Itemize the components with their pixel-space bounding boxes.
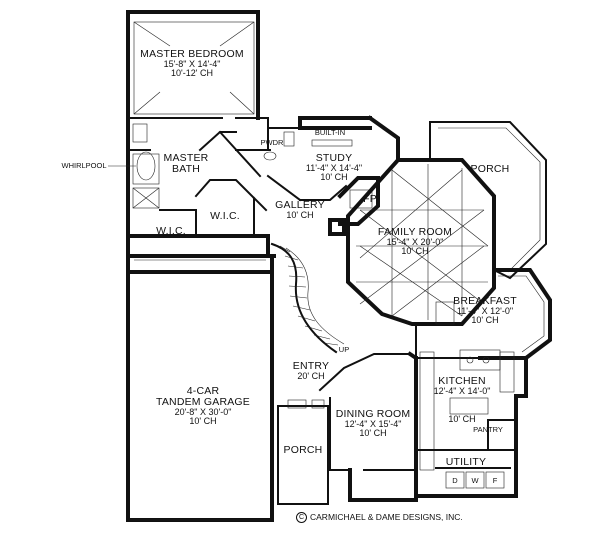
builtin-label: BUILT-IN [314,128,346,137]
dining-dims: 12'-4" X 15'-4" [344,419,402,430]
room-label-dining: DINING ROOM 12'-4" X 15'-4" 10' CH [335,408,411,439]
entry-name: ENTRY [292,360,330,372]
master-bath-walls [126,123,271,238]
master-bedroom-ceiling: 10'-12' CH [171,68,213,79]
family-room-name: FAMILY ROOM [377,226,453,238]
fireplace [337,176,380,226]
kitchen-dims: 12'-4" X 14'-0" [433,386,491,397]
kitchen-name: KITCHEN [438,375,486,387]
room-label-utility: UTILITY [445,456,487,468]
master-bedroom-walls [126,10,260,238]
room-label-wic-2: W.I.C. [156,225,186,237]
room-label-entry: ENTRY 20' CH [292,360,330,382]
dryer-label: D [452,476,458,485]
breakfast-walls [415,268,552,360]
copyright-text: CARMICHAEL & DAME DESIGNS, INC. [310,512,463,522]
entry-ceiling: 20' CH [297,371,325,382]
porch-top [429,121,547,280]
room-label-kitchen: KITCHEN 12'-4" X 14'-0" [433,375,491,397]
study-dims: 11'-4" X 14'-4" [305,163,363,174]
master-bath-name: MASTER [163,152,209,164]
room-label-gallery: GALLERY 10' CH [275,199,325,221]
room-label-master-bath: MASTER BATH [163,152,209,176]
garage-ceiling: 10' CH [189,416,217,427]
washer-label: W [471,476,479,485]
kitchen-walls [414,349,528,498]
master-bedroom-dims: 15'-8" X 14'-4" [163,59,221,70]
porch-bottom [277,399,329,505]
dining-ceiling: 10' CH [359,428,387,439]
freezer-label: F [492,476,498,485]
master-bedroom-name: MASTER BEDROOM [140,48,244,60]
room-label-master-bedroom: MASTER BEDROOM 15'-8" X 14'-4" 10'-12' C… [140,48,244,79]
room-label-porch-top: PORCH [470,163,510,175]
garage-name: 4-CAR [186,385,220,397]
room-label-wic-1: W.I.C. [210,210,240,222]
breakfast-ceiling: 10' CH [471,315,499,326]
room-label-breakfast: BREAKFAST 11'-4" X 12'-0" 10' CH [453,295,517,326]
master-bath-name-2: BATH [171,163,201,176]
room-label-family-room: FAMILY ROOM 15'-4" X 20'-0" 10' CH [377,226,453,257]
family-room-ceiling: 10' CH [401,246,429,257]
study-walls [257,115,400,202]
fireplace-label: FP [363,193,377,205]
whirlpool-callout: WHIRLPOOL [61,161,107,170]
room-label-pwdr: PWDR [260,138,284,147]
room-label-study: STUDY 11'-4" X 14'-4" 10' CH [305,152,363,183]
breakfast-dims: 11'-4" X 12'-0" [456,306,514,317]
room-label-garage: 4-CAR TANDEM GARAGE 20'-8" X 30'-0" 10' … [156,385,250,427]
family-room-dims: 15'-4" X 20'-0" [386,237,444,248]
copyright-symbol: C [296,512,307,524]
room-label-pantry: PANTRY [473,425,503,434]
study-name: STUDY [315,152,353,164]
study-ceiling: 10' CH [320,172,348,183]
breakfast-name: BREAKFAST [453,295,517,307]
gallery-name: GALLERY [275,199,325,211]
stair-up-label: UP [338,345,350,354]
gallery-ceiling: 10' CH [286,210,314,221]
garage-name-2: TANDEM GARAGE [156,396,250,409]
kitchen-ceiling: 10' CH [448,414,476,424]
room-label-porch-bottom: PORCH [283,444,323,456]
dining-name: DINING ROOM [335,408,411,420]
garage-walls [126,234,274,522]
garage-dims: 20'-8" X 30'-0" [174,407,232,418]
